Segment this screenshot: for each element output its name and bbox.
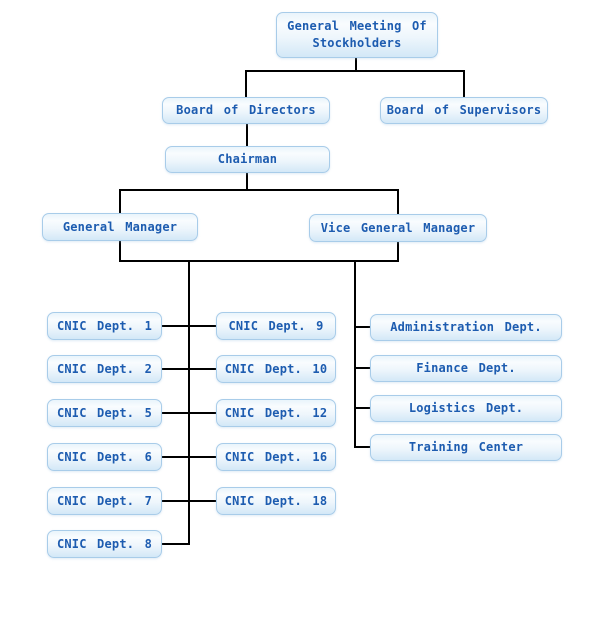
node-cnic-dept-16: CNIC Dept. 16 bbox=[216, 443, 336, 471]
node-general-meeting-of-stockholders: General Meeting Of Stockholders bbox=[276, 12, 438, 58]
connector-to-board-of-supervisors bbox=[463, 70, 465, 97]
node-cnic-dept-7: CNIC Dept. 7 bbox=[47, 487, 162, 515]
node-training-center: Training Center bbox=[370, 434, 562, 461]
connector-managers-split-bar bbox=[119, 189, 399, 191]
connector-stub-administration bbox=[355, 326, 370, 328]
node-cnic-dept-6: CNIC Dept. 6 bbox=[47, 443, 162, 471]
connector-stockholders-split-bar bbox=[245, 70, 465, 72]
connector-stub-cnic-2 bbox=[162, 368, 189, 370]
connector-stub-training bbox=[355, 446, 370, 448]
connector-cnic-trunk bbox=[188, 260, 190, 545]
node-cnic-dept-5: CNIC Dept. 5 bbox=[47, 399, 162, 427]
connector-stub-cnic-8 bbox=[162, 543, 189, 545]
connector-general-manager-drop bbox=[119, 241, 121, 262]
connector-stub-logistics bbox=[355, 407, 370, 409]
connector-stub-cnic-7 bbox=[162, 500, 189, 502]
connector-stub-cnic-1 bbox=[162, 325, 189, 327]
node-cnic-dept-12: CNIC Dept. 12 bbox=[216, 399, 336, 427]
node-cnic-dept-2: CNIC Dept. 2 bbox=[47, 355, 162, 383]
connector-stub-cnic-16 bbox=[189, 456, 216, 458]
connector-stub-cnic-12 bbox=[189, 412, 216, 414]
connector-directors-to-chairman bbox=[246, 124, 248, 146]
node-finance-dept: Finance Dept. bbox=[370, 355, 562, 382]
connector-vice-general-manager-drop bbox=[397, 242, 399, 262]
node-cnic-dept-10: CNIC Dept. 10 bbox=[216, 355, 336, 383]
node-board-of-supervisors: Board of Supervisors bbox=[380, 97, 548, 124]
connector-stub-finance bbox=[355, 367, 370, 369]
connector-stub-cnic-5 bbox=[162, 412, 189, 414]
connector-management-bus bbox=[119, 260, 399, 262]
connector-to-board-of-directors bbox=[245, 70, 247, 97]
connector-stub-cnic-9 bbox=[189, 325, 216, 327]
connector-stub-cnic-18 bbox=[189, 500, 216, 502]
connector-to-vice-general-manager bbox=[397, 189, 399, 214]
connector-functional-trunk bbox=[354, 260, 356, 448]
connector-to-general-manager bbox=[119, 189, 121, 213]
connector-stockholders-drop bbox=[355, 57, 357, 71]
node-general-manager: General Manager bbox=[42, 213, 198, 241]
node-administration-dept: Administration Dept. bbox=[370, 314, 562, 341]
node-board-of-directors: Board of Directors bbox=[162, 97, 330, 124]
node-logistics-dept: Logistics Dept. bbox=[370, 395, 562, 422]
node-cnic-dept-18: CNIC Dept. 18 bbox=[216, 487, 336, 515]
node-cnic-dept-1: CNIC Dept. 1 bbox=[47, 312, 162, 340]
node-vice-general-manager: Vice General Manager bbox=[309, 214, 487, 242]
connector-stub-cnic-6 bbox=[162, 456, 189, 458]
node-chairman: Chairman bbox=[165, 146, 330, 173]
node-cnic-dept-9: CNIC Dept. 9 bbox=[216, 312, 336, 340]
connector-chairman-drop bbox=[246, 173, 248, 191]
connector-stub-cnic-10 bbox=[189, 368, 216, 370]
node-cnic-dept-8: CNIC Dept. 8 bbox=[47, 530, 162, 558]
